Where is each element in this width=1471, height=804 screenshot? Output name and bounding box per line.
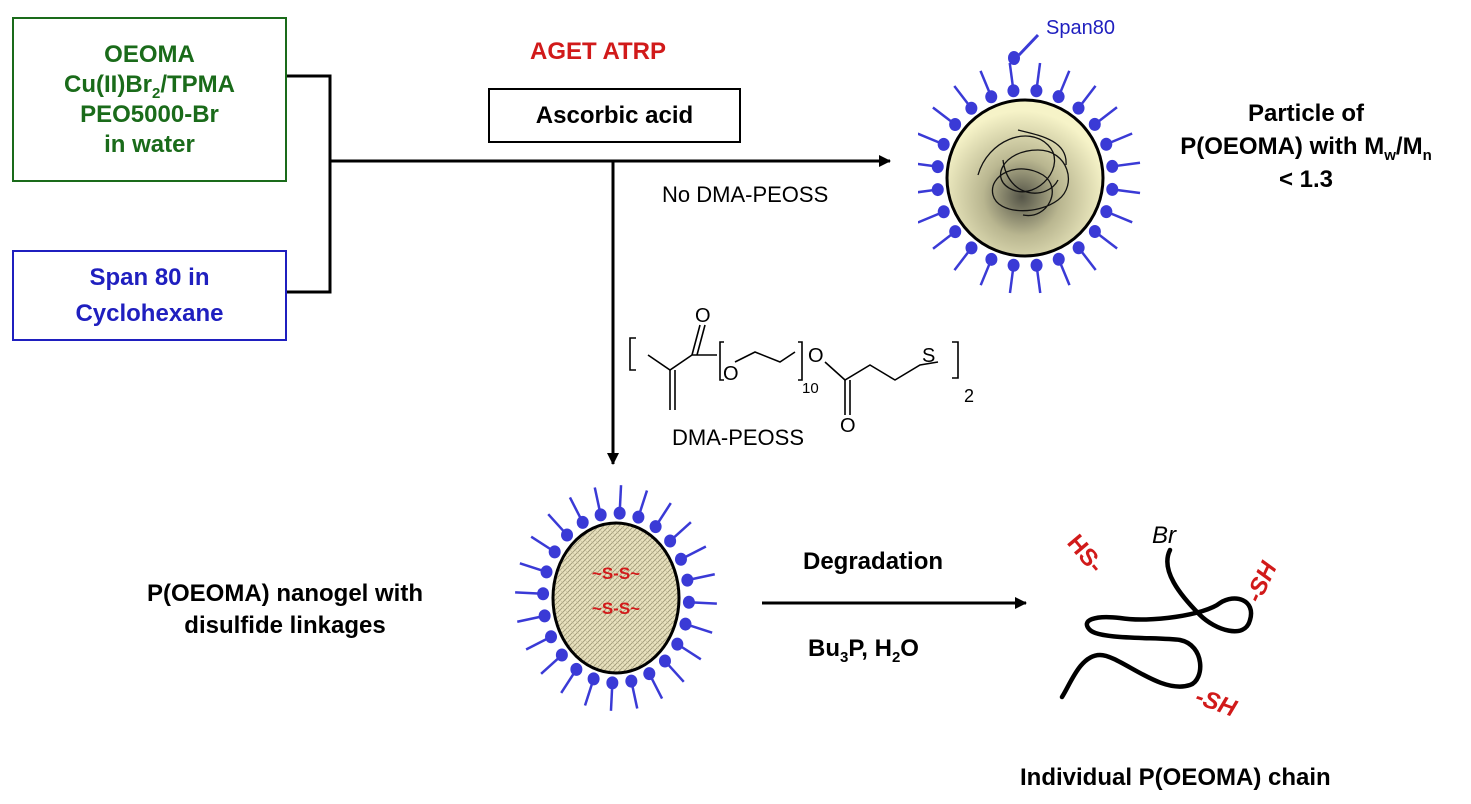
surfactant-head: [679, 617, 692, 631]
surfactant-head: [949, 225, 962, 239]
surfactant-head: [949, 117, 962, 131]
surfactant-head: [1007, 258, 1020, 272]
o-top-left: O: [695, 305, 711, 327]
span-line2: Cyclohexane: [75, 299, 224, 327]
particle-caption-line1: Particle of: [1247, 100, 1365, 127]
surfactant-head: [570, 662, 583, 676]
chain-caption: Individual P(OEOMA) chain: [1020, 764, 1331, 791]
surfactant-head: [1106, 159, 1119, 173]
reagent-solvent: in water: [104, 130, 195, 158]
surfactant-head: [632, 510, 645, 524]
span-box: Span 80 in Cyclohexane: [12, 250, 287, 341]
surfactant-head: [606, 676, 619, 690]
reagent-copper: Cu(II)Br2/TPMA: [64, 70, 235, 102]
surfactant-head: [671, 637, 684, 651]
surfactant-head: [538, 609, 551, 623]
particle-core: [945, 98, 1105, 258]
surfactant-head: [1030, 258, 1043, 272]
particle-caption-line2: P(OEOMA) with Mw/Mn: [1180, 133, 1432, 164]
surfactant-head: [931, 160, 944, 174]
surfactant-head: [985, 90, 998, 104]
surfactant-head: [937, 137, 950, 151]
reagent-initiator: PEO5000-Br: [80, 100, 219, 128]
surfactant-head: [1072, 241, 1085, 255]
surfactant-head: [548, 545, 561, 559]
polymer-chain-illustration: HS- Br -SH -SH: [1059, 522, 1283, 723]
no-dma-label: No DMA-PEOSS: [662, 182, 829, 207]
disulfide-label-2: ~S-S~: [592, 599, 640, 618]
reagents-box: OEOMA Cu(II)Br2/TPMA PEO5000-Br in water: [12, 17, 287, 182]
span80-label: Span80: [1046, 17, 1115, 39]
o-mid-left: O: [723, 363, 739, 385]
nanogel-caption-line2: disulfide linkages: [184, 612, 386, 639]
surfactant-head: [1072, 101, 1085, 115]
surfactant-head: [937, 205, 950, 219]
span80-marker: [1008, 33, 1040, 65]
surfactant-head: [561, 528, 574, 542]
surfactant-head: [1088, 117, 1101, 131]
surfactant-head: [625, 674, 638, 688]
o-bottom: O: [840, 415, 856, 437]
bracket-connector: [287, 74, 332, 294]
surfactant-head: [681, 573, 694, 587]
surfactant-head: [658, 654, 671, 668]
chain-hs-label: HS-: [1062, 529, 1109, 578]
disulfide-label-1: ~S-S~: [592, 564, 640, 583]
surfactant-head: [1100, 137, 1113, 151]
polymer-coil: [977, 129, 1069, 217]
chain-br-label: Br: [1152, 522, 1177, 549]
o-mid-right: O: [808, 345, 824, 367]
surfactant-head: [1052, 252, 1065, 266]
span-line1: Span 80 in: [89, 263, 210, 291]
chain-sh-label-2: -SH: [1192, 683, 1241, 723]
ascorbic-acid-label: Ascorbic acid: [535, 101, 694, 129]
surfactant-shell-top: [918, 62, 1141, 294]
nanogel-illustration: ~S-S~ ~S-S~: [515, 485, 717, 711]
surfactant-head: [643, 667, 656, 681]
surfactant-head: [1106, 182, 1119, 196]
subscript-10: 10: [802, 380, 819, 397]
surfactant-head: [537, 587, 550, 601]
subscript-2: 2: [964, 386, 974, 406]
particle-caption: Particle of P(OEOMA) with Mw/Mn < 1.3: [1158, 97, 1454, 196]
surfactant-head: [1052, 90, 1065, 104]
aget-atrp-label: AGET ATRP: [530, 38, 666, 65]
surfactant-head: [540, 565, 553, 579]
dma-peoss-structure: O O 10 O O S 2: [629, 305, 974, 437]
surfactant-head: [1088, 225, 1101, 239]
surfactant-head: [545, 630, 558, 644]
reagent-oeoma: OEOMA: [104, 40, 195, 68]
surfactant-head: [576, 515, 589, 529]
degradation-label: Degradation: [803, 548, 944, 575]
surfactant-head: [664, 534, 677, 548]
surfactant-head: [555, 648, 568, 662]
surfactant-head: [965, 101, 978, 115]
surfactant-head: [649, 520, 662, 534]
nanogel-caption-line1: P(OEOMA) nanogel with: [147, 580, 423, 607]
chain-segment-upper: [1059, 547, 1254, 700]
surfactant-head: [1007, 84, 1020, 98]
surfactant-head: [674, 552, 687, 566]
surfactant-head: [931, 183, 944, 197]
nanogel-caption: P(OEOMA) nanogel with disulfide linkages: [100, 578, 470, 642]
surfactant-head: [587, 672, 600, 686]
chain-sh-label-1: -SH: [1241, 557, 1283, 606]
degradation-reagent: Bu3P, H2O: [808, 635, 919, 666]
surfactant-head: [613, 506, 626, 520]
surfactant-head: [1030, 84, 1043, 98]
particle-illustration: [918, 33, 1141, 294]
surfactant-shell-bottom: [515, 485, 717, 711]
ascorbic-acid-box: Ascorbic acid: [488, 88, 741, 143]
dma-peoss-name: DMA-PEOSS: [672, 425, 805, 450]
s-label: S: [922, 345, 935, 367]
surfactant-head: [965, 241, 978, 255]
nanogel-core: [551, 521, 681, 675]
surfactant-head: [594, 508, 607, 522]
surfactant-head: [1100, 205, 1113, 219]
particle-caption-line3: < 1.3: [1278, 166, 1334, 193]
surfactant-head: [682, 595, 695, 609]
surfactant-head: [985, 252, 998, 266]
